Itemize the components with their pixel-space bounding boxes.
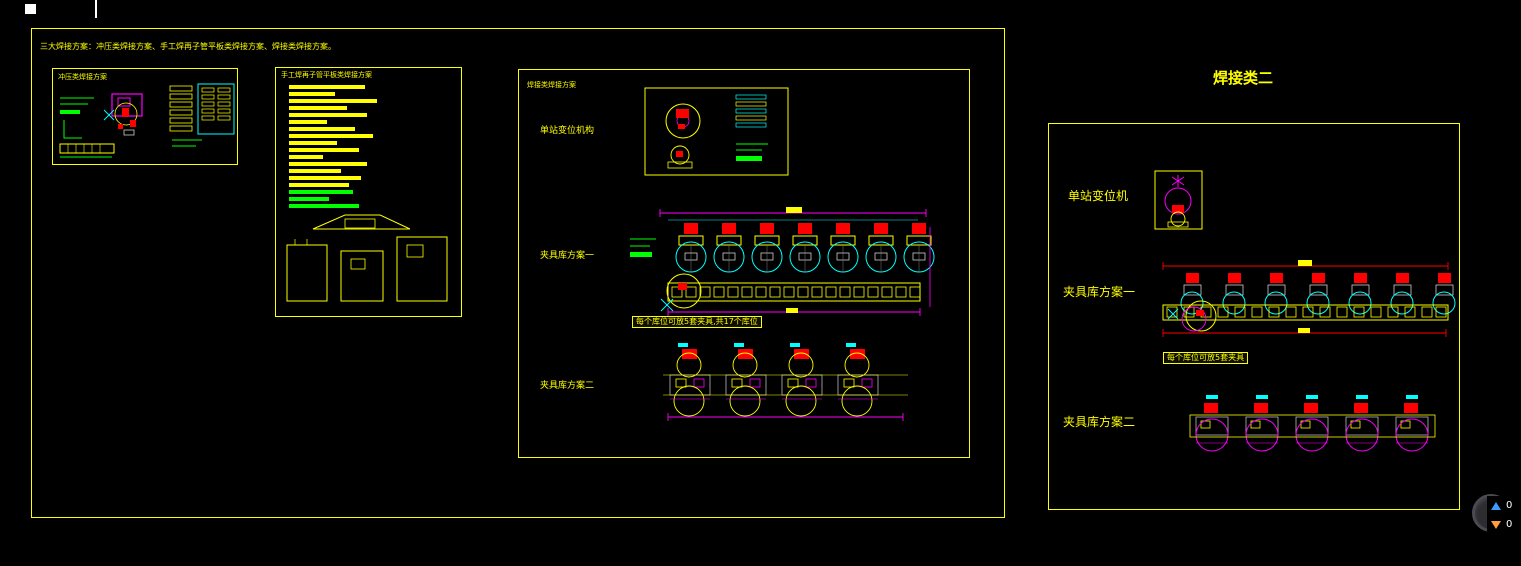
nav-widget: 0 0 <box>1487 496 1521 534</box>
pan-up-icon <box>1491 501 1501 510</box>
manual-scheme-title: 手工焊再子管平板类焊接方案 <box>281 71 372 79</box>
fixture-plan1-label: 夹具库方案一 <box>540 251 595 261</box>
pan-down-icon <box>1491 520 1501 529</box>
positioner-label: 单站变位机构 <box>540 126 595 136</box>
pan-down-control[interactable]: 0 <box>1487 519 1521 530</box>
left-sheet-frame <box>31 28 1005 518</box>
right-sheet-frame <box>1048 123 1460 510</box>
welding-drawing <box>630 87 935 421</box>
fixture-plan1-assembly <box>630 207 935 316</box>
right-positioner-detail <box>1154 170 1203 230</box>
right-positioner-label: 单站变位机 <box>1068 189 1129 203</box>
right-fixture-plan1-label: 夹具库方案一 <box>1063 285 1136 299</box>
fixture-plan2-label: 夹具库方案二 <box>540 381 595 391</box>
capacity-note: 每个库位可放5套夹具,共17个库位 <box>632 316 762 328</box>
highlighted-text-bars <box>289 85 377 208</box>
right-fixture-plan2-label: 夹具库方案二 <box>1063 415 1136 429</box>
stamping-drawing <box>59 83 235 158</box>
manual-drawing <box>286 85 448 302</box>
welding-scheme-box <box>518 69 970 458</box>
right-fixture-plan1-assembly <box>1162 260 1456 337</box>
pan-down-value: 0 <box>1506 519 1513 530</box>
window-artifact-block <box>25 4 36 14</box>
right-sheet-drawing <box>1154 170 1456 452</box>
right-capacity-note: 每个库位可放5套夹具 <box>1163 352 1249 364</box>
stamping-scheme-box <box>52 68 238 165</box>
right-sheet-title: 焊接类二 <box>1213 69 1274 87</box>
machine-elevation <box>286 214 448 302</box>
stamping-scheme-title: 冲压类焊接方案 <box>58 73 107 81</box>
welding-scheme-title: 焊接类焊接方案 <box>527 81 576 89</box>
fixture-plan2-assembly <box>663 343 908 421</box>
window-artifact-line <box>95 0 97 18</box>
pan-up-control[interactable]: 0 <box>1487 500 1521 511</box>
positioner-detail <box>644 87 789 176</box>
scheme-note: 三大焊接方案：冲压类焊接方案、手工焊再子管平板类焊接方案、焊接类焊接方案。 <box>40 42 336 51</box>
manual-scheme-box <box>275 67 462 317</box>
pan-up-value: 0 <box>1506 500 1513 511</box>
right-fixture-plan2-assembly <box>1189 394 1436 452</box>
